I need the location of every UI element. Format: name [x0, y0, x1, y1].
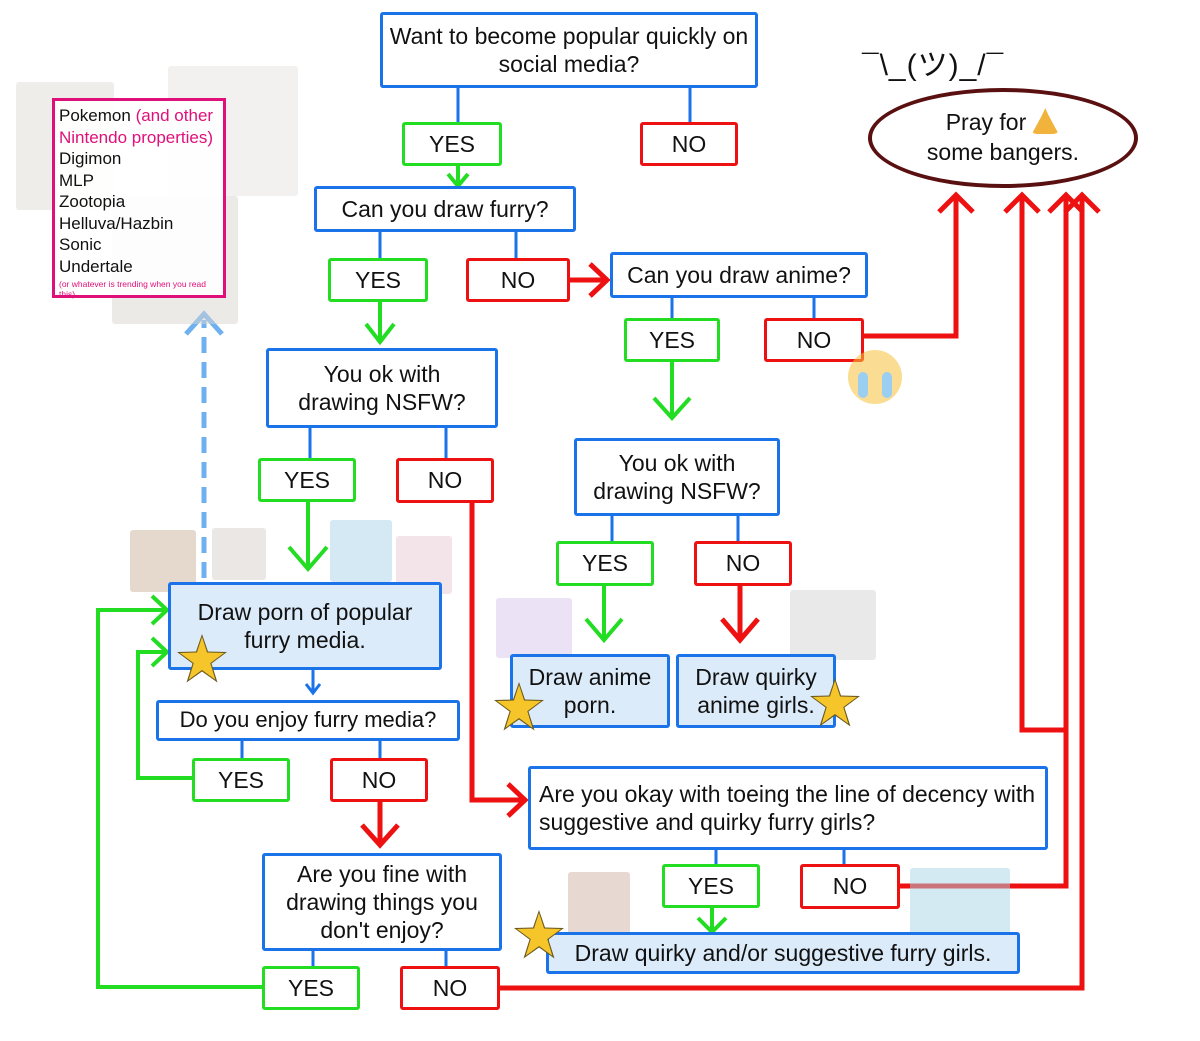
question-draw-anime: Can you draw anime? [610, 252, 868, 298]
character-thumbnail [496, 598, 572, 658]
answer-yes-popular: YES [402, 122, 502, 166]
question-nsfw-anime: You ok with drawing NSFW? [574, 438, 780, 516]
shrug-emoticon: ¯\_(ツ)_/¯ [862, 49, 1005, 82]
answer-no-fine: NO [400, 966, 500, 1010]
character-thumbnail [790, 590, 876, 660]
list-footnote: (or whatever is trending when you read t… [59, 279, 206, 299]
list-item-note: (and other Nintendo properties) [59, 106, 214, 147]
list-item: Undertale [59, 256, 133, 276]
pray-for-bangers-terminal: Pray for some bangers. [868, 88, 1138, 188]
question-fine-drawing-unenjoyed: Are you fine with drawing things you don… [262, 853, 502, 951]
answer-yes-toeing: YES [662, 864, 760, 908]
answer-no-nsfw-furry: NO [396, 458, 494, 503]
answer-no-toeing: NO [800, 864, 900, 909]
list-item: Helluva/Hazbin [59, 213, 174, 233]
character-thumbnail [130, 530, 196, 592]
answer-yes-fine: YES [262, 966, 360, 1010]
praying-hands-icon [1031, 108, 1059, 135]
answer-yes-nsfw-anime: YES [556, 541, 654, 586]
list-item: Pokemon [59, 106, 131, 125]
question-toeing-line-decency: Are you okay with toeing the line of dec… [528, 766, 1048, 850]
question-nsfw-furry: You ok with drawing NSFW? [266, 348, 498, 428]
result-quirky-furry-girls: Draw quirky and/or suggestive furry girl… [546, 932, 1020, 974]
answer-yes-enjoy: YES [192, 758, 290, 802]
character-thumbnail [330, 520, 392, 582]
answer-no-nsfw-anime: NO [694, 541, 792, 586]
list-item: MLP [59, 170, 94, 190]
result-anime-porn: Draw anime porn. [510, 654, 670, 728]
answer-no-anime: NO [764, 318, 864, 362]
result-quirky-anime-girls: Draw quirky anime girls. [676, 654, 836, 728]
answer-no-popular: NO [640, 122, 738, 166]
character-thumbnail [212, 528, 266, 580]
popular-furry-media-list: Pokemon (and other Nintendo properties) … [52, 98, 226, 299]
question-enjoy-furry: Do you enjoy furry media? [156, 700, 460, 741]
list-item: Sonic [59, 235, 102, 254]
answer-yes-nsfw-furry: YES [258, 458, 356, 502]
list-item: Digimon [59, 149, 122, 168]
answer-yes-furry: YES [328, 258, 428, 302]
list-item: Zootopia [59, 192, 126, 211]
question-popular-quickly: Want to become popular quickly on social… [380, 12, 758, 88]
pray-text-line1: Pray for [945, 109, 1027, 136]
pray-text-line2: some bangers. [926, 139, 1080, 165]
answer-no-enjoy: NO [330, 758, 428, 802]
crying-face-icon [848, 350, 902, 404]
character-thumbnail [568, 872, 630, 934]
question-draw-furry: Can you draw furry? [314, 186, 576, 232]
answer-no-furry: NO [466, 258, 570, 302]
answer-yes-anime: YES [624, 318, 720, 362]
